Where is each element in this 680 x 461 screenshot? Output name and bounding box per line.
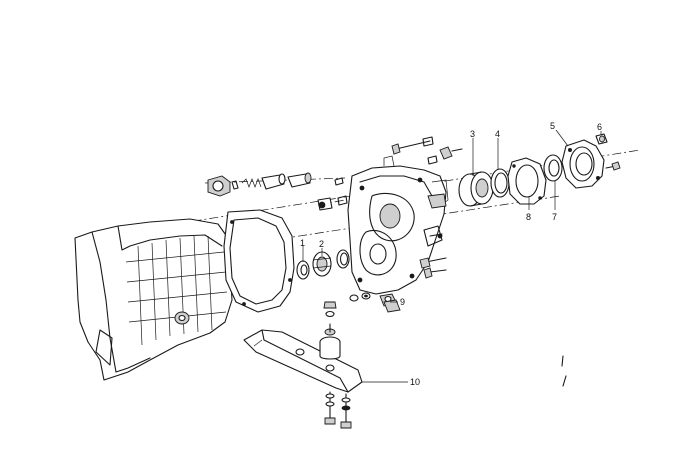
callout-7: 7 [552, 212, 557, 222]
callout-labels: 1 2 3 4 5 6 7 8 9 10 [300, 121, 602, 387]
cover-part-5 [561, 139, 605, 189]
callout-3: 3 [470, 129, 475, 139]
seal-part-7 [543, 154, 563, 182]
ring-part-4 [490, 168, 510, 198]
nut-part-9 [349, 292, 401, 313]
lower-bolts [324, 391, 352, 429]
bracket-part-10 [243, 329, 363, 393]
callout-5: 5 [550, 121, 555, 131]
gasket-part-8 [507, 157, 547, 205]
callout-1: 1 [300, 238, 305, 248]
detent-components [207, 172, 348, 211]
rear-housing [347, 155, 449, 295]
callout-leader-lines [302, 129, 602, 383]
seal-ring-part-1 [296, 260, 310, 280]
callout-8: 8 [526, 212, 531, 222]
callout-4: 4 [495, 129, 500, 139]
bearing-part-3 [458, 171, 494, 207]
gasket [223, 209, 295, 313]
callout-2: 2 [319, 239, 324, 249]
callout-9: 9 [400, 297, 405, 307]
snap-ring [336, 249, 350, 269]
housing-bolts [391, 136, 463, 279]
transmission-housing [74, 218, 233, 381]
callout-10: 10 [410, 377, 420, 387]
callout-6: 6 [597, 122, 602, 132]
bearing-part-2 [312, 251, 332, 277]
edge-marks [561, 355, 567, 387]
rubber-mount [319, 301, 341, 360]
bolt-part-6 [595, 133, 621, 171]
